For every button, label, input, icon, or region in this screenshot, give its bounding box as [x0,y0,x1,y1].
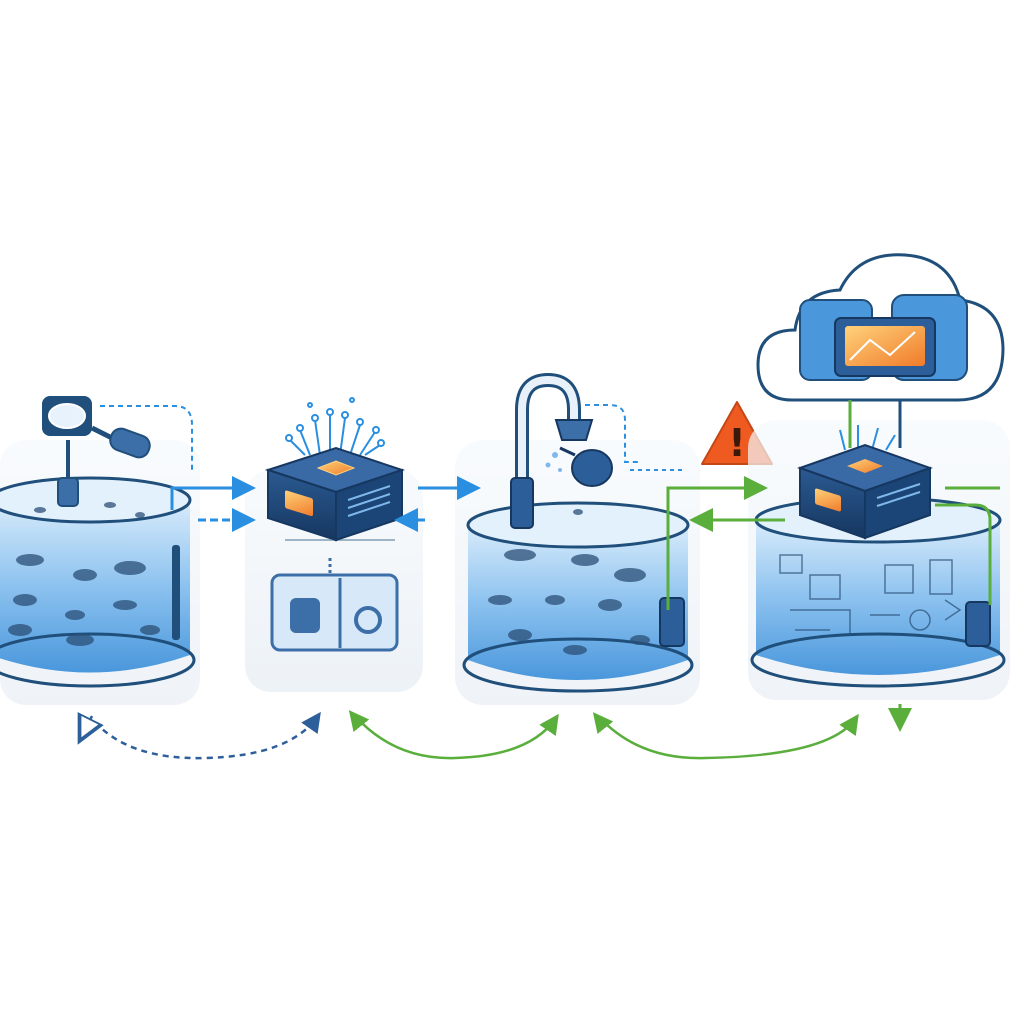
return-arrow-1 [94,711,321,760]
tank-1-particles [8,502,160,646]
tank-4-base [750,632,1006,688]
cloud-dashboard-screen [845,326,925,366]
warning-symbol: ! [728,421,745,465]
return-arrow-2-tail [348,710,370,732]
flow-arrow-1 [170,476,256,510]
camera-signal-line [100,405,193,470]
tank-3-dosing-pump [659,597,685,647]
flow-arrows [170,476,1000,610]
faucet-signal-line [585,404,640,463]
tank-4-pump [965,601,991,647]
faucet-icon[interactable] [510,372,613,529]
flow-arrow-7 [935,503,992,605]
return-arrow-3-tail [592,712,614,734]
return-arrow-3 [599,713,859,760]
filter-gauge-icon [354,606,382,634]
tank-1-sensor-probe [172,545,180,640]
tank-1 [0,440,200,705]
microchip-device-icon[interactable] [264,397,406,542]
return-arrows [84,704,912,760]
return-arrow-2 [354,713,559,760]
return-arrow-1-head [84,716,92,732]
tank-4-sketch-elements [779,554,962,635]
tank-3-particles [488,509,650,655]
cloud-server-icon[interactable] [756,253,1005,402]
tank-1-rim [0,476,192,524]
flow-arrow-5 [666,476,768,610]
tank-1-water [0,500,190,673]
tank-1-base [0,632,196,688]
tank-3-base [462,637,694,693]
microchip-device-icon[interactable] [797,425,933,540]
filter-cartridge-icon [290,598,320,633]
camera-icon[interactable] [42,396,153,507]
